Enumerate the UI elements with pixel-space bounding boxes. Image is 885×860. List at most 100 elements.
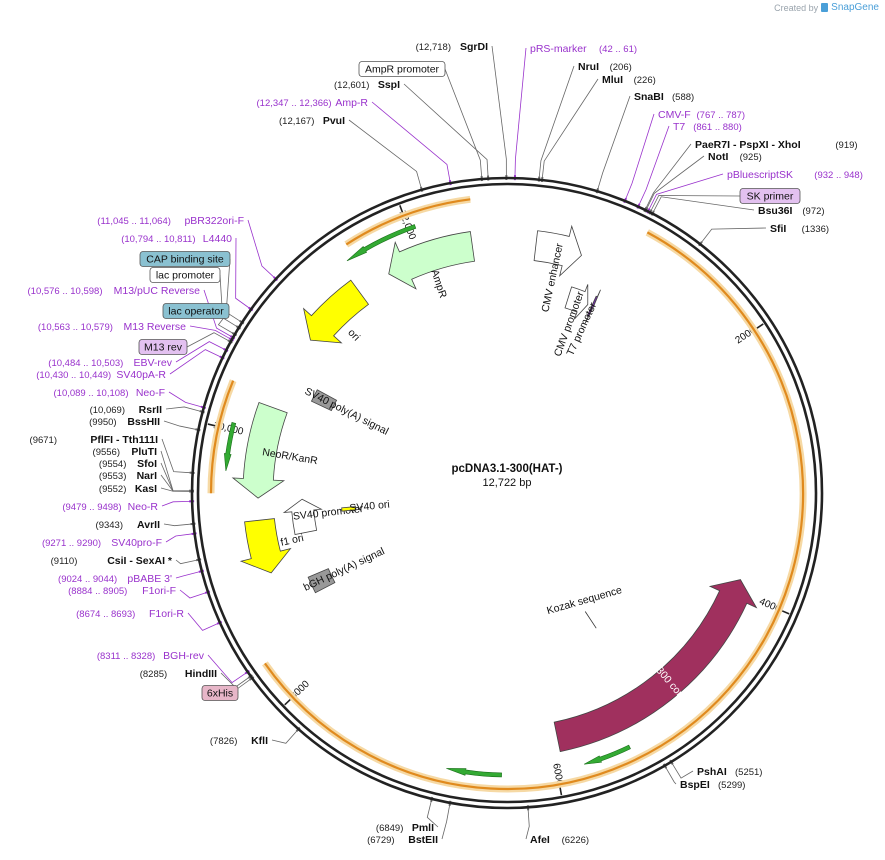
primer-name: Amp-R	[335, 97, 368, 109]
plasmid-size: 12,722 bp	[483, 477, 532, 489]
site-avrii: AvrII(9343)	[96, 519, 161, 531]
leader-line	[187, 612, 220, 631]
box-lac-promoter: lac promoter	[149, 267, 221, 283]
primer-name: F1ori-R	[149, 608, 184, 620]
site-name: PshAI	[697, 766, 727, 778]
box-label-frame	[739, 188, 801, 204]
box-label-text: lac operator	[168, 306, 224, 318]
bgh-poly-a-signal-feature	[307, 568, 336, 594]
site-name: MluI	[602, 74, 623, 86]
site-bspei: BspEI(5299)	[680, 779, 745, 791]
site-name: SfiI	[770, 223, 786, 235]
leader-line	[175, 570, 201, 579]
box-label-frame	[162, 303, 230, 319]
box-6xhis: 6xHis	[201, 685, 239, 701]
orf-small-arrow	[346, 224, 417, 262]
sv40-poly-a-signal-label: SV40 poly(A) signal	[303, 385, 391, 437]
primer-name: pBABE 3'	[127, 573, 172, 585]
site-nrui: NruI(206)	[578, 61, 632, 73]
ampr-feature	[388, 231, 475, 290]
backbone-inner-ring	[196, 182, 818, 804]
sv40-poly-a-signal-feature	[310, 389, 338, 412]
site-name: AvrII	[137, 519, 160, 531]
snapgene-logo-icon	[821, 3, 829, 12]
primer-range: (9271 .. 9290)	[42, 538, 101, 549]
primer-prs-marker: pRS-marker(42 .. 61)	[530, 43, 637, 55]
primer-cmv-f: CMV-F (767 .. 787)	[658, 109, 745, 121]
box-label-text: lac promoter	[156, 270, 215, 282]
primer-name: pBluescriptSK	[727, 169, 793, 181]
sv40-ori-feature	[341, 506, 357, 512]
leader-line	[597, 95, 631, 191]
box-label-text: CAP binding site	[146, 254, 224, 266]
site-position: (5251)	[735, 767, 762, 778]
site-kfli: KflI(7826)	[210, 735, 268, 747]
primer-name: SV40pA-R	[116, 369, 166, 381]
f1-ori-label: f1 ori	[279, 532, 304, 549]
snapgene-credit: Created by SnapGene	[774, 2, 879, 13]
site-name: HindIII	[185, 668, 217, 680]
leader-line	[160, 474, 192, 492]
primer-range: (8311 .. 8328)	[97, 651, 155, 662]
leader-line	[179, 589, 208, 599]
site-name: SfoI	[137, 458, 157, 470]
leader-line	[203, 289, 233, 338]
leader-line	[161, 438, 192, 474]
site-position: (9553)	[99, 471, 126, 482]
box-cap-binding-site: CAP binding site	[139, 251, 231, 267]
site-nari: NarI (9553)	[99, 470, 157, 482]
site-name: SnaBI	[634, 91, 664, 103]
site-name: PluTI	[131, 446, 157, 458]
site-kasi: KasI(9552)	[99, 483, 157, 495]
primer-m13-reverse: M13 Reverse(10,563 .. 10,579)	[38, 321, 186, 333]
orf-small-arrow	[583, 744, 631, 765]
leader-line	[441, 803, 451, 840]
site-name: PmlI	[412, 822, 434, 834]
leader-line	[645, 143, 692, 210]
site-name: SgrDI	[460, 41, 488, 53]
site-noti: NotI(925)	[708, 151, 762, 163]
site-position: (12,601)	[334, 80, 369, 91]
primer-range: (10,430 .. 10,449)	[36, 370, 111, 381]
primer-name: F1ori-F	[142, 585, 176, 597]
site-position: (919)	[835, 140, 857, 151]
primer-name: CMV-F	[658, 109, 691, 121]
site-position: (206)	[610, 62, 632, 73]
box-label-text: M13 rev	[144, 342, 183, 354]
box-label-frame	[139, 251, 231, 267]
primer-name: Neo-F	[136, 387, 165, 399]
leader-line	[186, 332, 230, 348]
box-label-frame	[201, 685, 239, 701]
box-label-text: AmpR promoter	[365, 64, 440, 76]
leader-line	[175, 559, 199, 565]
site-position: (6226)	[562, 835, 589, 846]
leader-line	[538, 65, 575, 179]
orf-arc	[264, 231, 805, 791]
site-name: NarI	[137, 470, 158, 482]
primer-range: (767 .. 787)	[697, 110, 746, 121]
site-position: (9110)	[51, 556, 78, 567]
leader-line	[165, 406, 202, 412]
ori-label: ori	[345, 327, 362, 344]
primer-range: (9024 .. 9044)	[58, 574, 117, 585]
leader-line	[165, 533, 194, 543]
leader-line	[700, 227, 767, 244]
primer-name: EBV-rev	[133, 357, 172, 369]
primer-range: (11,045 .. 11,064)	[97, 216, 171, 227]
kozak-label: Kozak sequence	[545, 584, 623, 617]
site-position: (1336)	[802, 224, 829, 235]
site-name: SspI	[378, 79, 400, 91]
box-ampr-promoter: AmpR promoter	[358, 61, 446, 77]
primer-name: Neo-R	[128, 501, 159, 513]
leader-line	[652, 196, 755, 213]
site-position: (10,069)	[90, 405, 125, 416]
leader-line	[163, 420, 198, 431]
leader-line	[168, 391, 203, 408]
leader-line	[664, 766, 677, 785]
primer-pbabe-3: pBABE 3' (9024 .. 9044)	[58, 573, 172, 585]
primer-f1ori-r: F1ori-R(8674 .. 8693)	[76, 608, 184, 620]
site-name: KflI	[251, 735, 268, 747]
leader-line	[189, 325, 232, 340]
site-position: (12,718)	[416, 42, 451, 53]
